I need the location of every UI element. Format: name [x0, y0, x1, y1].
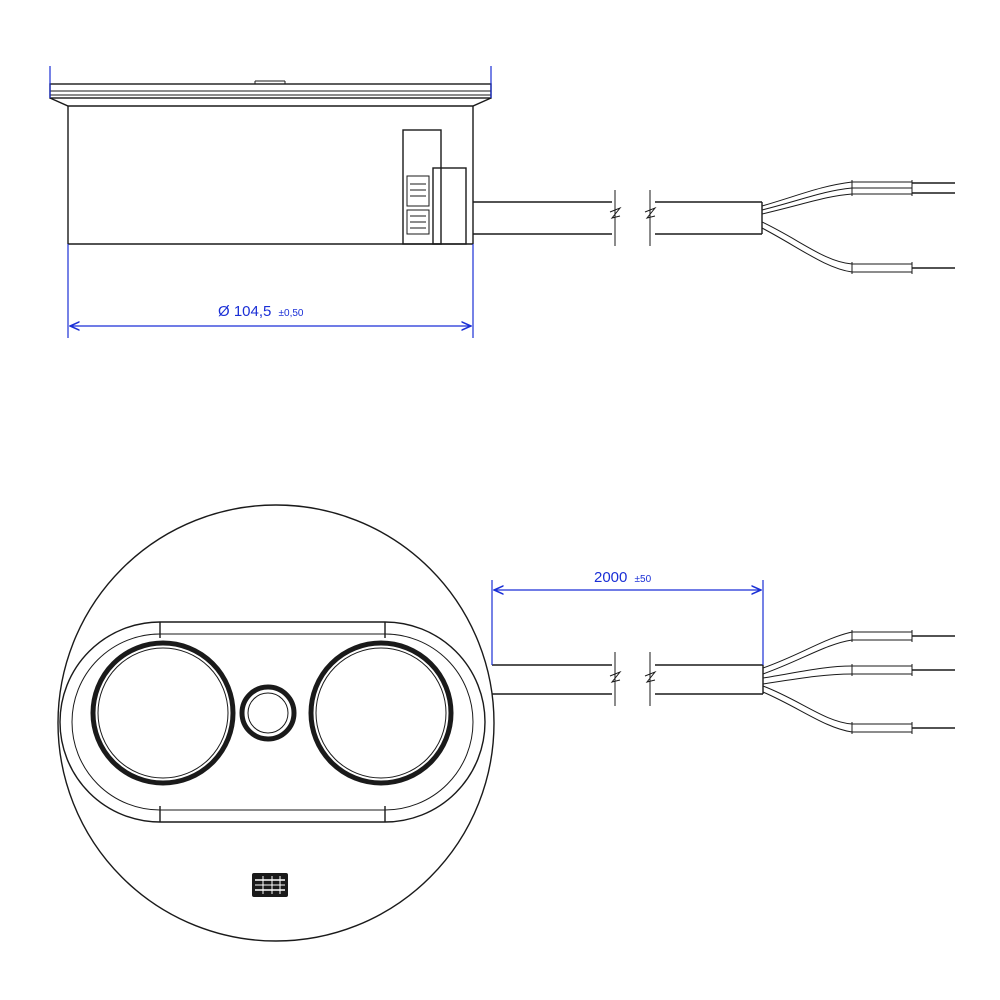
- diameter-value: Ø 104,5: [218, 303, 271, 320]
- left-socket: [90, 640, 236, 786]
- cable-length-label: 2000 ±50: [594, 569, 652, 586]
- side-view-body: [67, 106, 474, 245]
- cable-length-tolerance: ±50: [635, 574, 652, 585]
- right-socket: [308, 640, 454, 786]
- cable-length-value: 2000: [594, 569, 627, 586]
- cable-length-dimension: 2000 ±50: [491, 569, 764, 665]
- top-view-cable: [492, 652, 764, 706]
- side-view-lid: [49, 80, 492, 107]
- top-view: 2000 ±50: [57, 504, 955, 942]
- center-button: [239, 684, 297, 742]
- top-view-outer-rim: [57, 504, 495, 942]
- side-view-wires: [761, 180, 955, 274]
- terminal-block: [402, 129, 467, 245]
- side-view: Ø 104,5 ±0,50: [49, 66, 955, 338]
- diameter-dimension: Ø 104,5 ±0,50: [49, 66, 492, 338]
- side-view-cable: [473, 190, 763, 246]
- brand-logo-icon: [252, 873, 288, 897]
- diameter-tolerance: ±0,50: [279, 308, 304, 319]
- diameter-label: Ø 104,5 ±0,50: [218, 303, 304, 320]
- top-view-wires: [762, 630, 955, 734]
- socket-plate: [59, 621, 486, 823]
